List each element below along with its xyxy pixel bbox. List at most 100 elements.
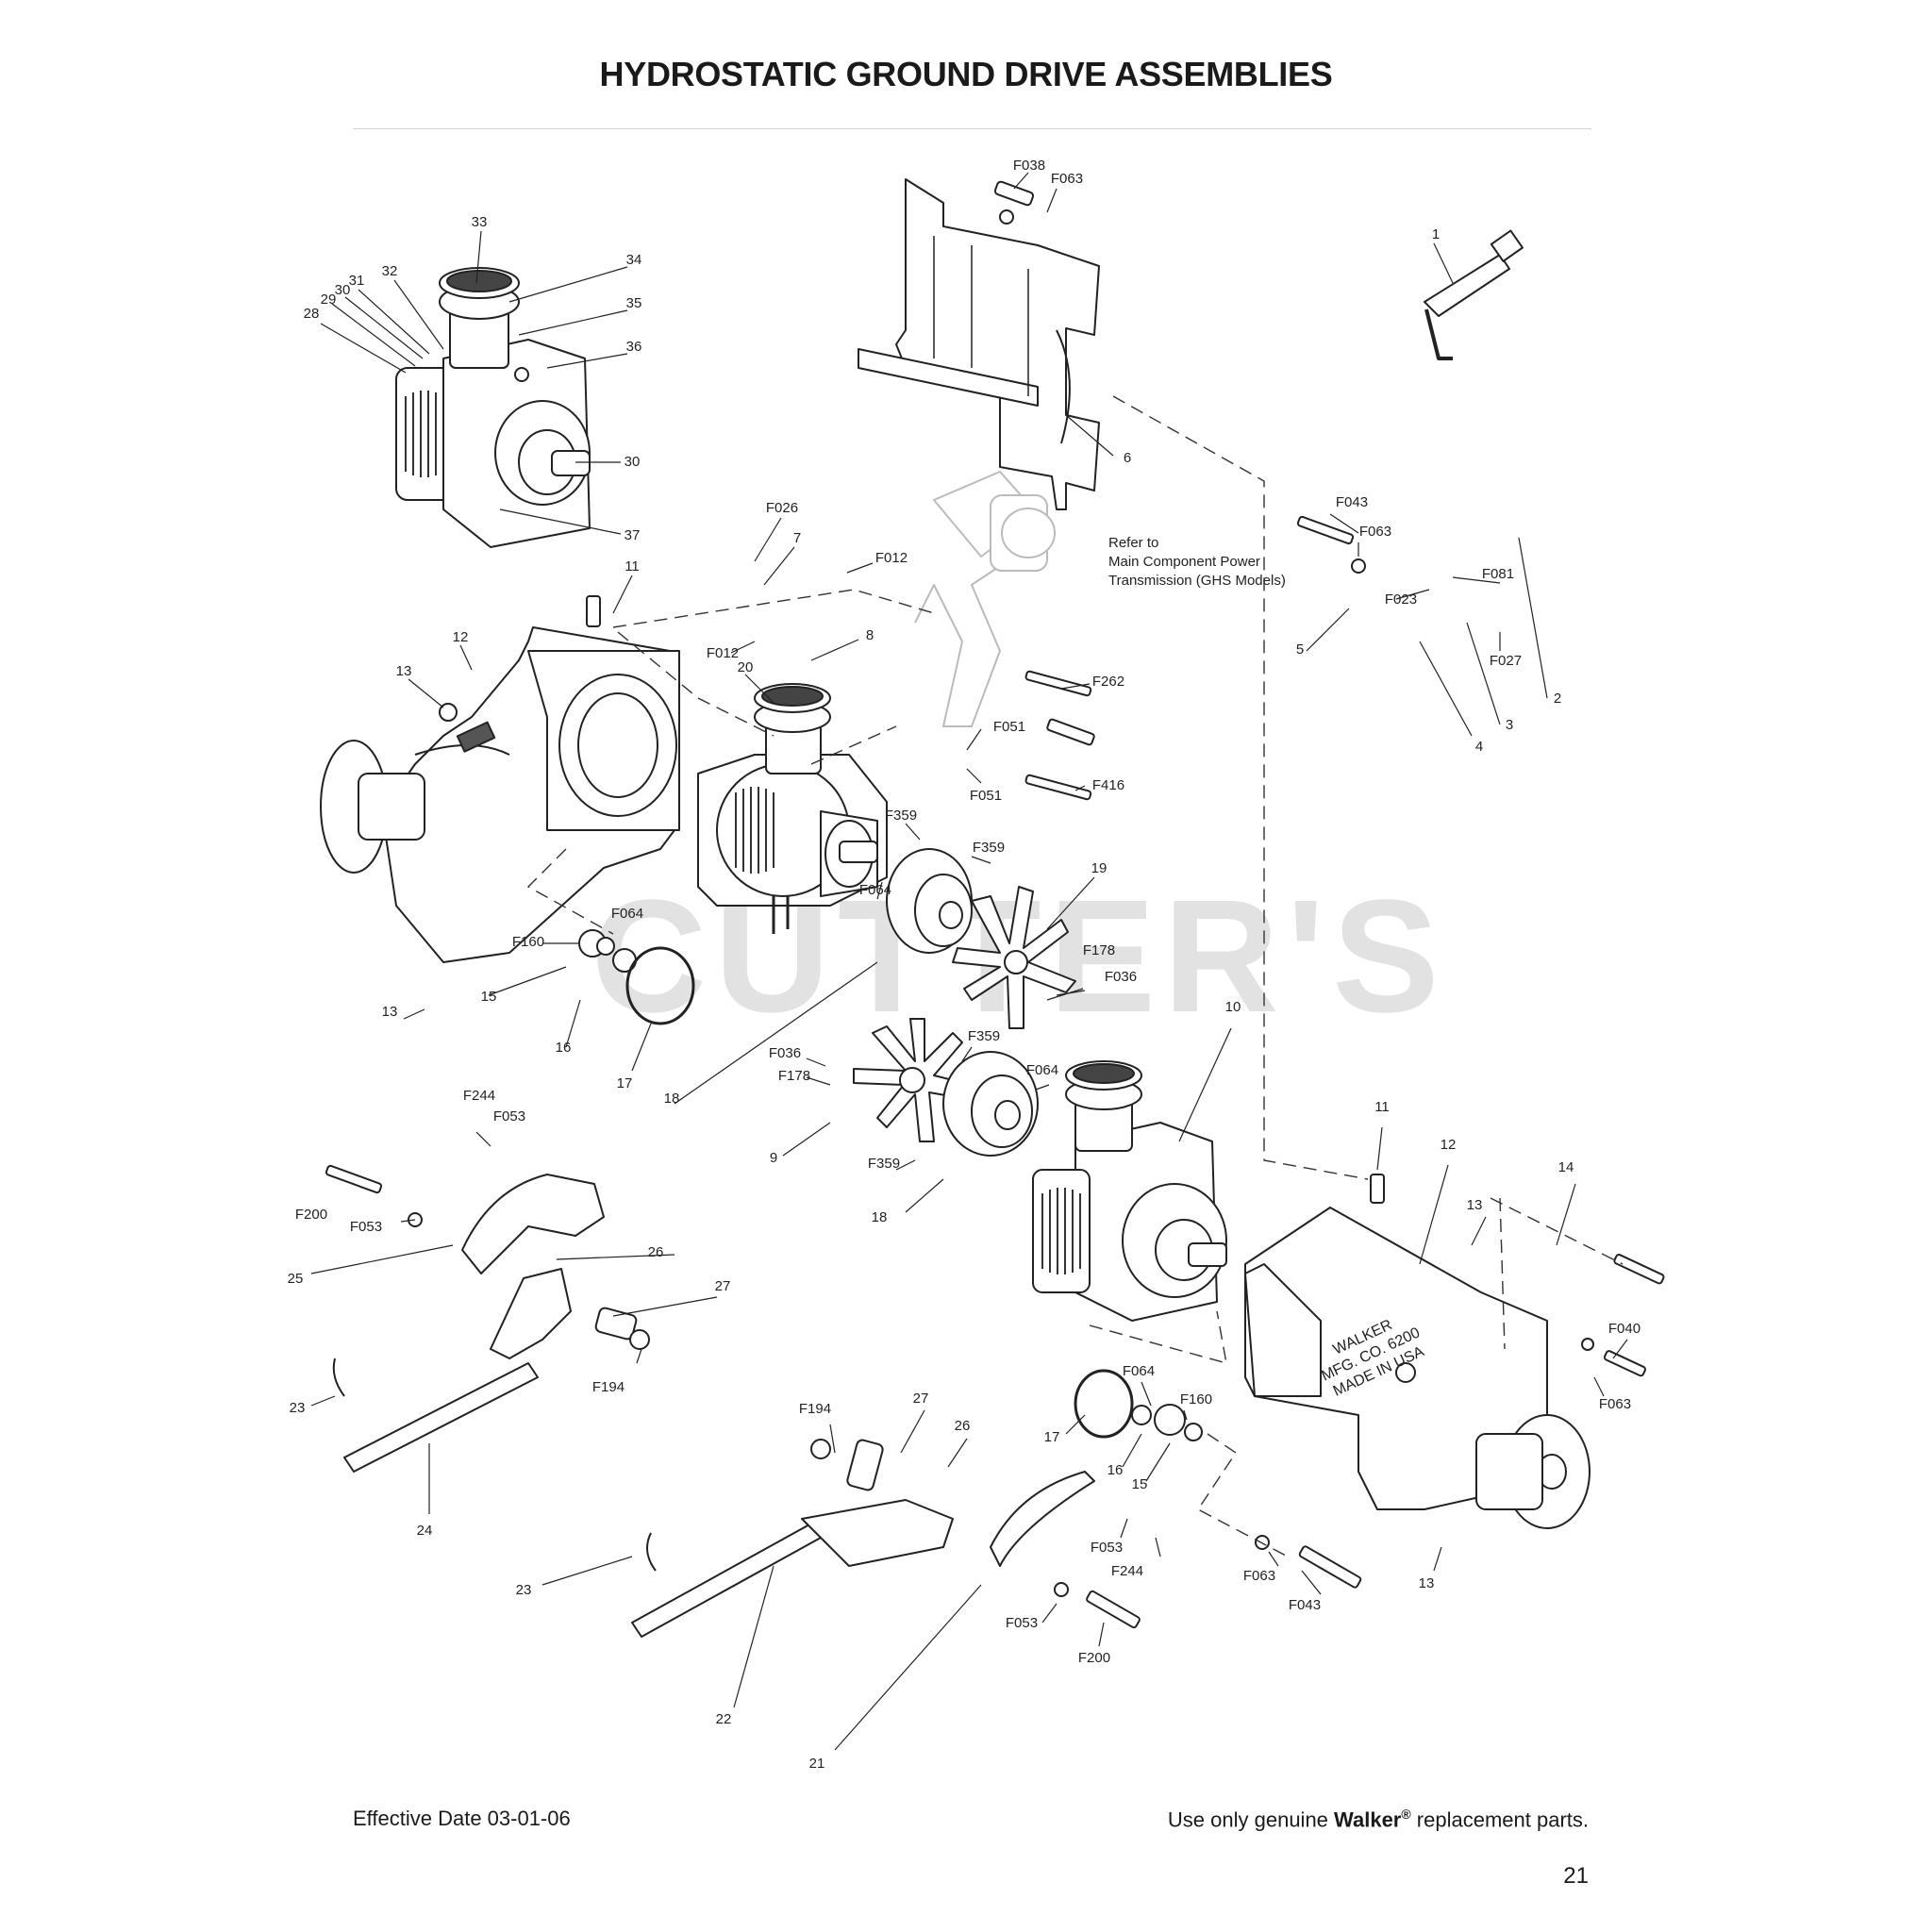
callout-label: F262 — [1092, 674, 1124, 690]
callout-label: 13 — [396, 663, 412, 679]
callout-label: 17 — [617, 1075, 633, 1091]
shaft-22 — [631, 1523, 822, 1638]
callout-label: 30 — [625, 454, 641, 470]
callout-label: 28 — [304, 306, 320, 322]
frame-rail — [858, 348, 1039, 407]
callout-label: F043 — [1336, 494, 1368, 510]
callout-label: 27 — [715, 1278, 731, 1294]
callout-label: 35 — [626, 295, 642, 311]
callout-label: 11 — [625, 558, 640, 575]
callout-label: 20 — [738, 659, 754, 675]
gear-set-lower — [1074, 1369, 1203, 1441]
callout-label: 10 — [1225, 999, 1241, 1015]
page-number: 21 — [1563, 1863, 1589, 1889]
hairpin-23 — [332, 1357, 345, 1397]
callout-label: 11 — [1374, 1099, 1390, 1115]
callout-label: 7 — [793, 530, 801, 546]
callout-label: 21 — [809, 1756, 825, 1772]
callout-label: F063 — [1359, 524, 1391, 540]
callout-labels: 33 34 35 36 32 31 30 29 28 30 37 F038 F0… — [288, 158, 1641, 1772]
callout-label: F178 — [1083, 942, 1115, 958]
callout-label: 4 — [1475, 739, 1483, 755]
connector-lines — [526, 395, 1624, 1557]
callout-label: F053 — [493, 1108, 525, 1124]
callout-label: F063 — [1243, 1568, 1275, 1584]
callout-label: F012 — [875, 550, 908, 566]
callout-label: 3 — [1506, 717, 1513, 733]
callout-label: 18 — [664, 1091, 680, 1107]
callout-label: F194 — [799, 1401, 831, 1417]
callout-label: F036 — [769, 1045, 801, 1061]
callout-label: 17 — [1044, 1429, 1060, 1445]
pulley-upper — [886, 848, 973, 954]
parts-notice-suffix: replacement parts. — [1410, 1807, 1589, 1832]
callout-label: F244 — [1111, 1563, 1143, 1579]
callout-label: F038 — [1013, 158, 1045, 174]
callout-label: F053 — [1006, 1615, 1038, 1631]
gearbox-right: WALKER MFG. CO. 6200 MADE IN USA — [1244, 1174, 1591, 1529]
cooling-fan-lower — [853, 1018, 973, 1142]
callout-label: 18 — [872, 1209, 888, 1225]
callout-label: F040 — [1608, 1321, 1641, 1337]
callout-label: F081 — [1482, 566, 1514, 582]
callout-label: F359 — [885, 808, 917, 824]
brand-name: Walker — [1334, 1807, 1402, 1832]
svg-text:Refer to: Refer to — [1108, 535, 1158, 551]
ghost-bracket — [914, 471, 1056, 727]
reference-note: Refer to Main Component Power Transmissi… — [1108, 535, 1286, 589]
callout-label: 16 — [556, 1040, 572, 1056]
reservoir-cap-center — [761, 686, 824, 707]
callout-label: F064 — [859, 882, 891, 898]
callout-label: 30 — [335, 282, 351, 298]
callout-label: F064 — [1026, 1062, 1058, 1078]
registered-mark: ® — [1401, 1807, 1411, 1822]
callout-label: 34 — [626, 252, 642, 268]
breather-vent — [586, 595, 601, 627]
hardware-bolts — [325, 180, 1665, 1629]
gear-set-upper — [578, 929, 695, 1025]
callout-label: F359 — [868, 1156, 900, 1172]
callout-label: 15 — [1132, 1476, 1148, 1492]
hairpin-23b — [646, 1532, 657, 1572]
callout-label: F160 — [1180, 1391, 1212, 1407]
leader-lines — [310, 172, 1628, 1751]
bracket-21 — [990, 1471, 1095, 1567]
callout-label: F036 — [1105, 969, 1137, 985]
callout-label: F160 — [512, 934, 544, 950]
pulley-lower — [942, 1051, 1039, 1157]
callout-label: F416 — [1092, 777, 1124, 793]
pin-27 — [594, 1307, 638, 1341]
parts-notice-prefix: Use only genuine — [1167, 1807, 1335, 1832]
callout-label: 13 — [1467, 1197, 1483, 1213]
callout-label: 22 — [716, 1711, 732, 1727]
callout-label: 33 — [472, 214, 488, 230]
callout-label: F194 — [592, 1379, 625, 1395]
gearbox-left — [320, 595, 680, 963]
callout-label: 6 — [1124, 450, 1131, 466]
callout-label: 16 — [1108, 1462, 1124, 1478]
arm-assembly-upper — [332, 1174, 650, 1473]
callout-label: 19 — [1091, 860, 1108, 876]
callout-label: 26 — [955, 1418, 971, 1434]
effective-date: Effective Date 03-01-06 — [353, 1807, 571, 1830]
bracket-25 — [461, 1174, 605, 1274]
pin-27b — [846, 1439, 884, 1491]
arm-24 — [490, 1268, 572, 1359]
callout-label: F244 — [463, 1088, 495, 1104]
pump-assembly-lower — [1032, 1060, 1227, 1322]
pump-assembly-top — [395, 267, 591, 548]
svg-text:Main Component Power: Main Component Power — [1108, 554, 1260, 570]
callout-label: 24 — [417, 1523, 433, 1539]
callout-label: F200 — [295, 1207, 327, 1223]
callout-label: F051 — [970, 788, 1002, 804]
mounting-frame — [858, 178, 1100, 510]
title-divider — [353, 128, 1591, 129]
arm-22 — [801, 1499, 954, 1567]
callout-label: 27 — [913, 1391, 929, 1407]
callout-label: F026 — [766, 500, 798, 516]
callout-label: 12 — [1441, 1137, 1457, 1153]
callout-label: F012 — [707, 645, 739, 661]
callout-label: 14 — [1558, 1159, 1574, 1175]
cooling-fan-upper — [952, 886, 1076, 1029]
